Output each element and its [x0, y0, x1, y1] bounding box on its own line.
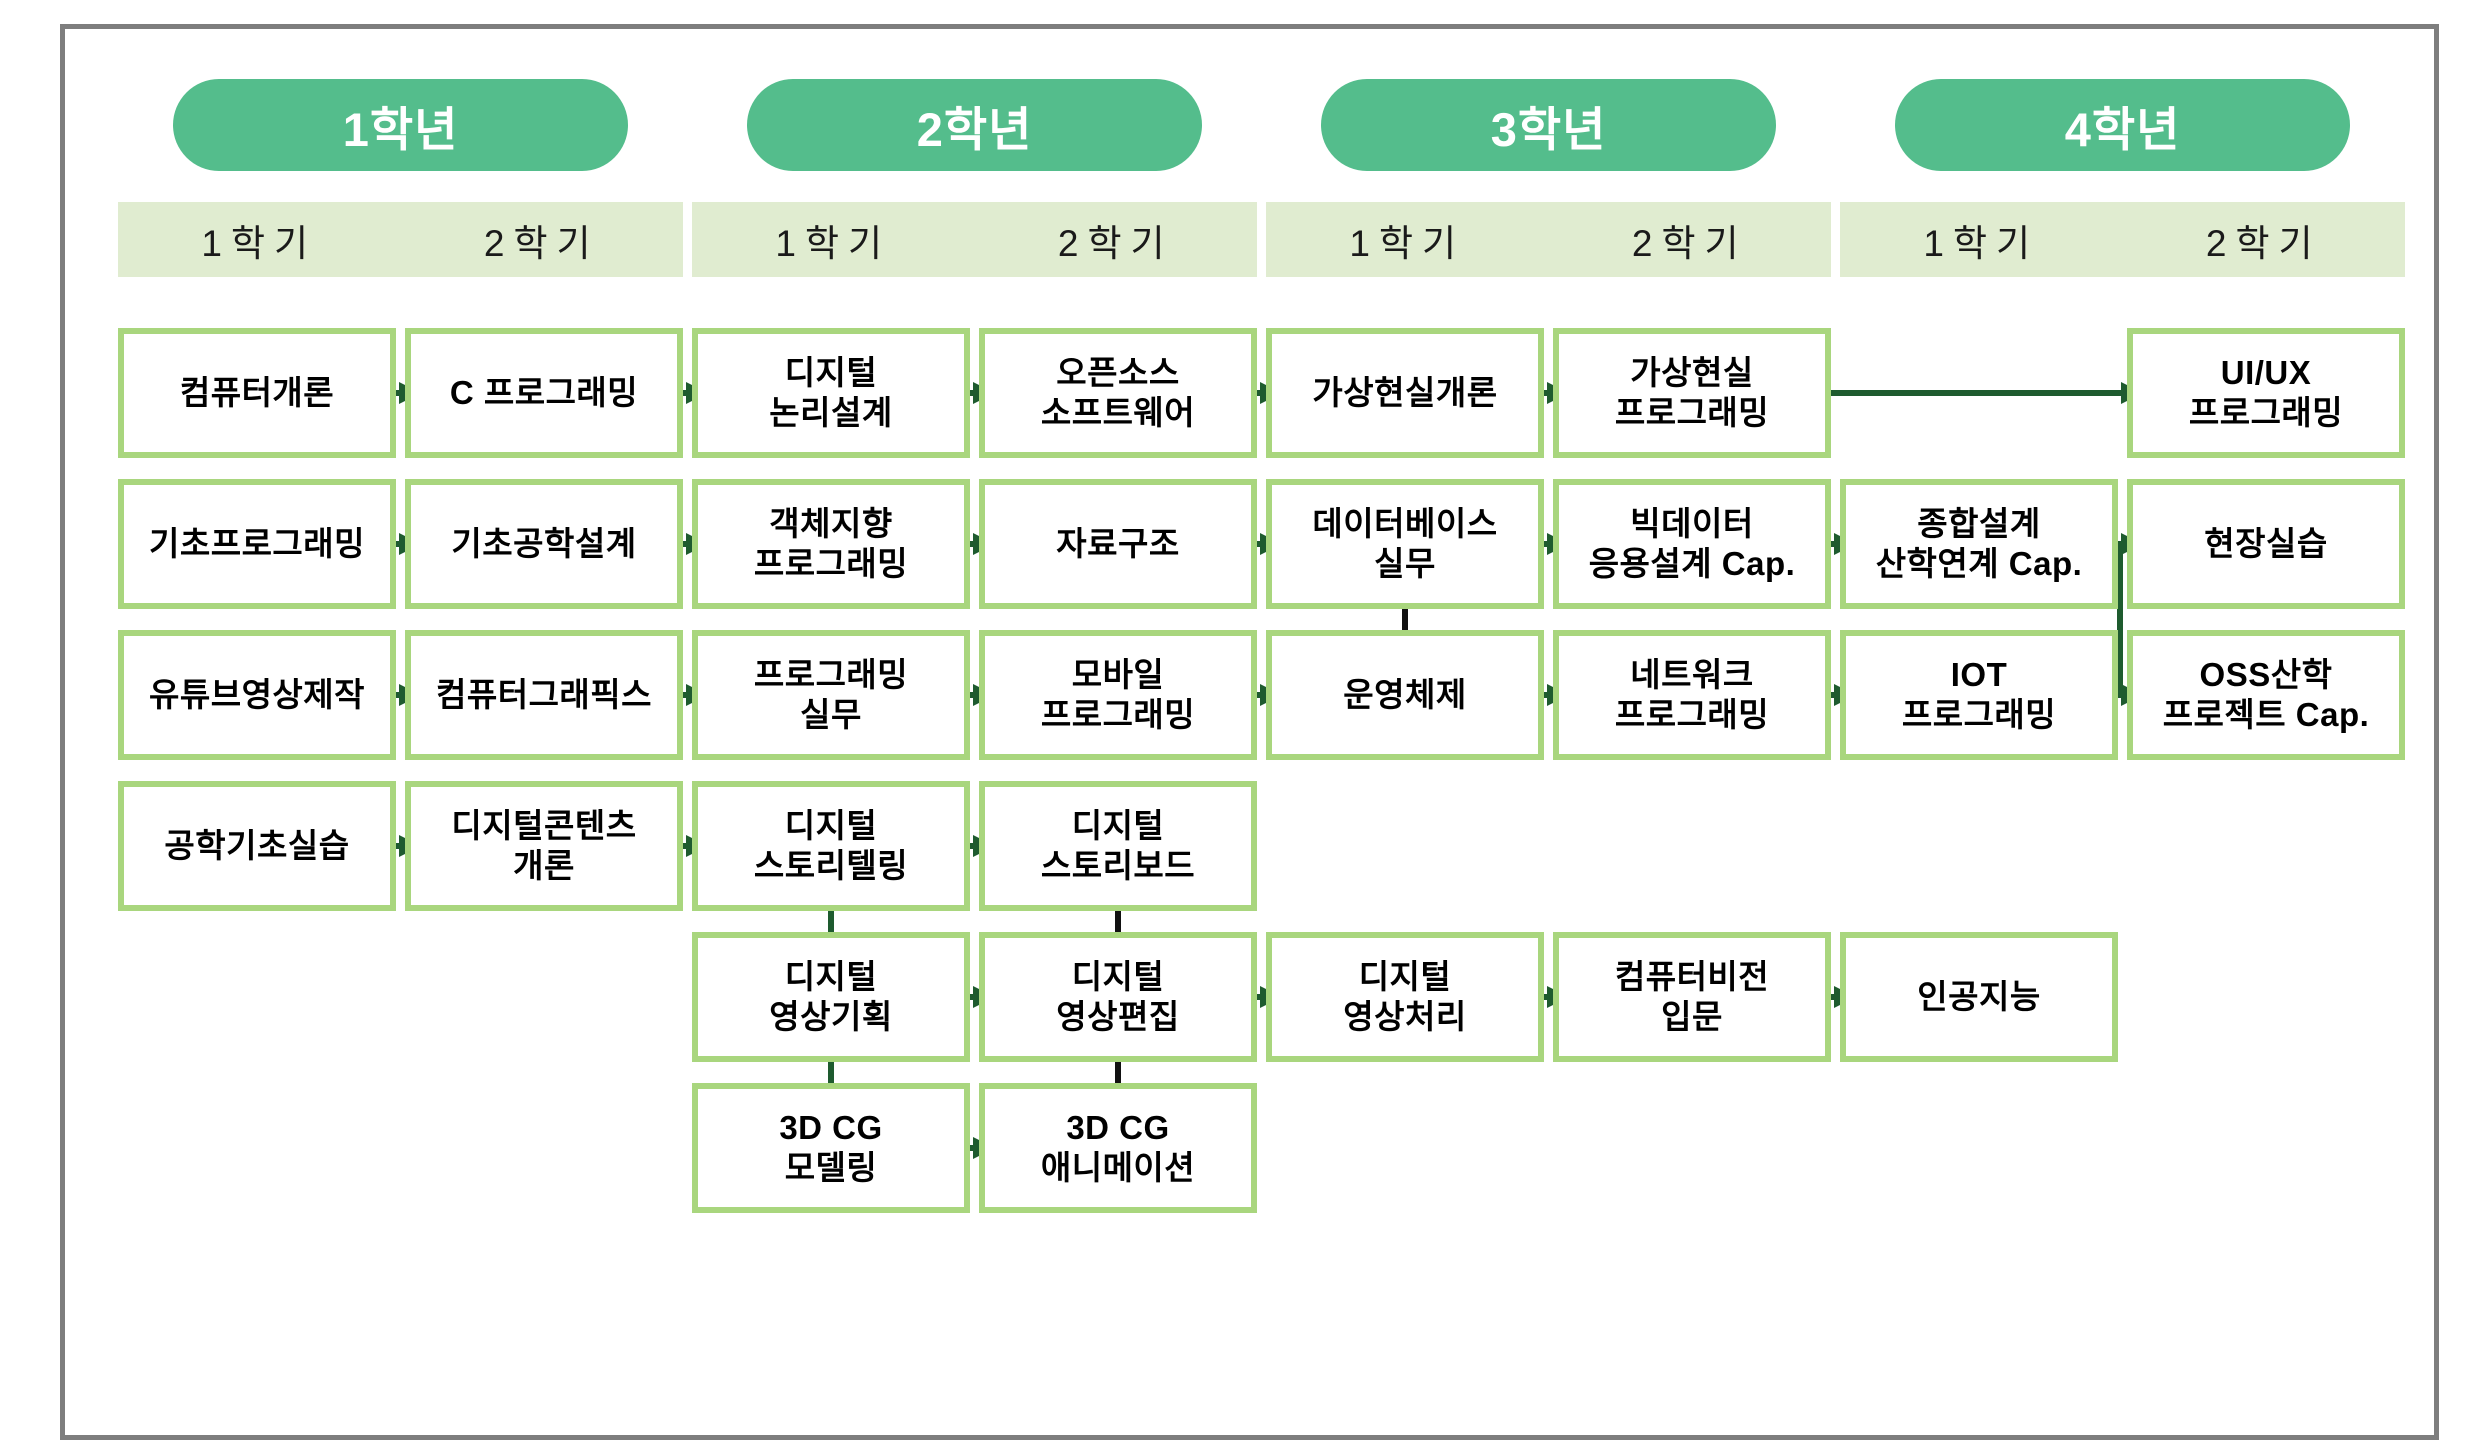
course-database-practice: 데이터베이스 실무 — [1266, 479, 1544, 609]
course-vr-programming: 가상현실 프로그래밍 — [1553, 328, 1831, 458]
course-vr-intro: 가상현실개론 — [1266, 328, 1544, 458]
course-mobile-programming: 모바일 프로그래밍 — [979, 630, 1257, 760]
course-open-source-sw: 오픈소스 소프트웨어 — [979, 328, 1257, 458]
course-digital-storytelling: 디지털 스토리텔링 — [692, 781, 970, 911]
semester-label-1: 1학기 — [1349, 222, 1466, 264]
course-programming-practice: 프로그래밍 실무 — [692, 630, 970, 760]
course-digital-storyboard: 디지털 스토리보드 — [979, 781, 1257, 911]
course-bigdata-cap: 빅데이터 응용설계 Cap. — [1553, 479, 1831, 609]
course-data-structure: 자료구조 — [979, 479, 1257, 609]
year-header-4: 4학년 — [1895, 79, 2350, 171]
semester-bar-4: 1학기 2학기 — [1840, 202, 2405, 277]
course-capstone: 종합설계 산학연계 Cap. — [1840, 479, 2118, 609]
year-header-2: 2학년 — [747, 79, 1202, 171]
semester-bar-3: 1학기 2학기 — [1266, 202, 1831, 277]
course-digital-content-intro: 디지털콘텐츠 개론 — [405, 781, 683, 911]
course-ai: 인공지능 — [1840, 932, 2118, 1062]
course-cg-modeling: 3D CG 모델링 — [692, 1083, 970, 1213]
semester-label-2: 2학기 — [1057, 222, 1174, 264]
semester-label-2: 2학기 — [483, 222, 600, 264]
course-digital-logic: 디지털 논리설계 — [692, 328, 970, 458]
course-c-programming: C 프로그래밍 — [405, 328, 683, 458]
course-digital-video-planning: 디지털 영상기획 — [692, 932, 970, 1062]
course-operating-system: 운영체제 — [1266, 630, 1544, 760]
semester-label-1: 1학기 — [201, 222, 318, 264]
course-oss-capstone: OSS산학 프로젝트 Cap. — [2127, 630, 2405, 760]
course-cg-animation: 3D CG 애니메이션 — [979, 1083, 1257, 1213]
semester-label-2: 2학기 — [2205, 222, 2322, 264]
course-digital-video-processing: 디지털 영상처리 — [1266, 932, 1544, 1062]
course-youtube-video: 유튜브영상제작 — [118, 630, 396, 760]
year-header-3: 3학년 — [1321, 79, 1776, 171]
year-header-1: 1학년 — [173, 79, 628, 171]
course-uiux-programming: UI/UX 프로그래밍 — [2127, 328, 2405, 458]
semester-bar-2: 1학기 2학기 — [692, 202, 1257, 277]
semester-bar-1: 1학기 2학기 — [118, 202, 683, 277]
course-oop: 객체지향 프로그래밍 — [692, 479, 970, 609]
semester-label-2: 2학기 — [1631, 222, 1748, 264]
course-field-practice: 현장실습 — [2127, 479, 2405, 609]
course-basic-eng-design: 기초공학설계 — [405, 479, 683, 609]
course-basic-programming: 기초프로그래밍 — [118, 479, 396, 609]
course-computer-graphics: 컴퓨터그래픽스 — [405, 630, 683, 760]
course-digital-video-editing: 디지털 영상편집 — [979, 932, 1257, 1062]
course-network-programming: 네트워크 프로그래밍 — [1553, 630, 1831, 760]
course-computer-intro: 컴퓨터개론 — [118, 328, 396, 458]
course-computer-vision: 컴퓨터비전 입문 — [1553, 932, 1831, 1062]
semester-label-1: 1학기 — [775, 222, 892, 264]
course-eng-basic-practice: 공학기초실습 — [118, 781, 396, 911]
course-iot-programming: IOT 프로그래밍 — [1840, 630, 2118, 760]
semester-label-1: 1학기 — [1923, 222, 2040, 264]
